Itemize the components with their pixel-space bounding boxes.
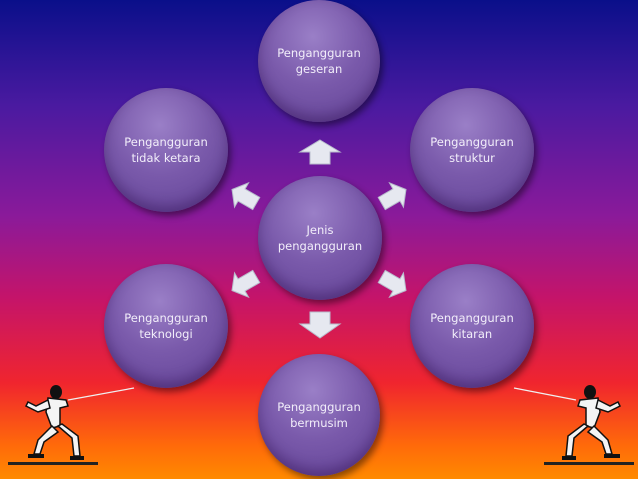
arrow-lower-left-icon <box>231 269 261 299</box>
node-top-circle: Pengangguran geseran <box>258 0 380 122</box>
node-lower-right-label: Pengangguran kitaran <box>430 311 514 341</box>
node-bottom-label: Pengangguran bermusim <box>277 400 361 430</box>
arrow-up-icon <box>298 139 342 165</box>
node-upper-left-label: Pengangguran tidak ketara <box>124 135 208 165</box>
center-label: Jenis pengangguran <box>277 223 363 253</box>
arrow-upper-left-icon <box>231 181 261 211</box>
node-upper-right-circle: Pengangguran struktur <box>410 88 534 212</box>
node-top-label: Pengangguran geseran <box>277 46 361 76</box>
node-upper-right-label: Pengangguran struktur <box>430 135 514 165</box>
center-circle: Jenis pengangguran <box>258 176 382 300</box>
fencer-left-icon <box>8 385 135 465</box>
node-upper-left-circle: Pengangguran tidak ketara <box>104 88 228 212</box>
arrow-down-icon <box>298 311 342 339</box>
arrow-upper-right-icon <box>377 181 407 211</box>
node-lower-left-circle: Pengangguran teknologi <box>104 264 228 388</box>
node-bottom-circle: Pengangguran bermusim <box>258 354 380 476</box>
node-lower-right-circle: Pengangguran kitaran <box>410 264 534 388</box>
fencer-right-icon <box>513 385 634 465</box>
arrow-lower-right-icon <box>377 269 407 299</box>
node-lower-left-label: Pengangguran teknologi <box>124 311 208 341</box>
